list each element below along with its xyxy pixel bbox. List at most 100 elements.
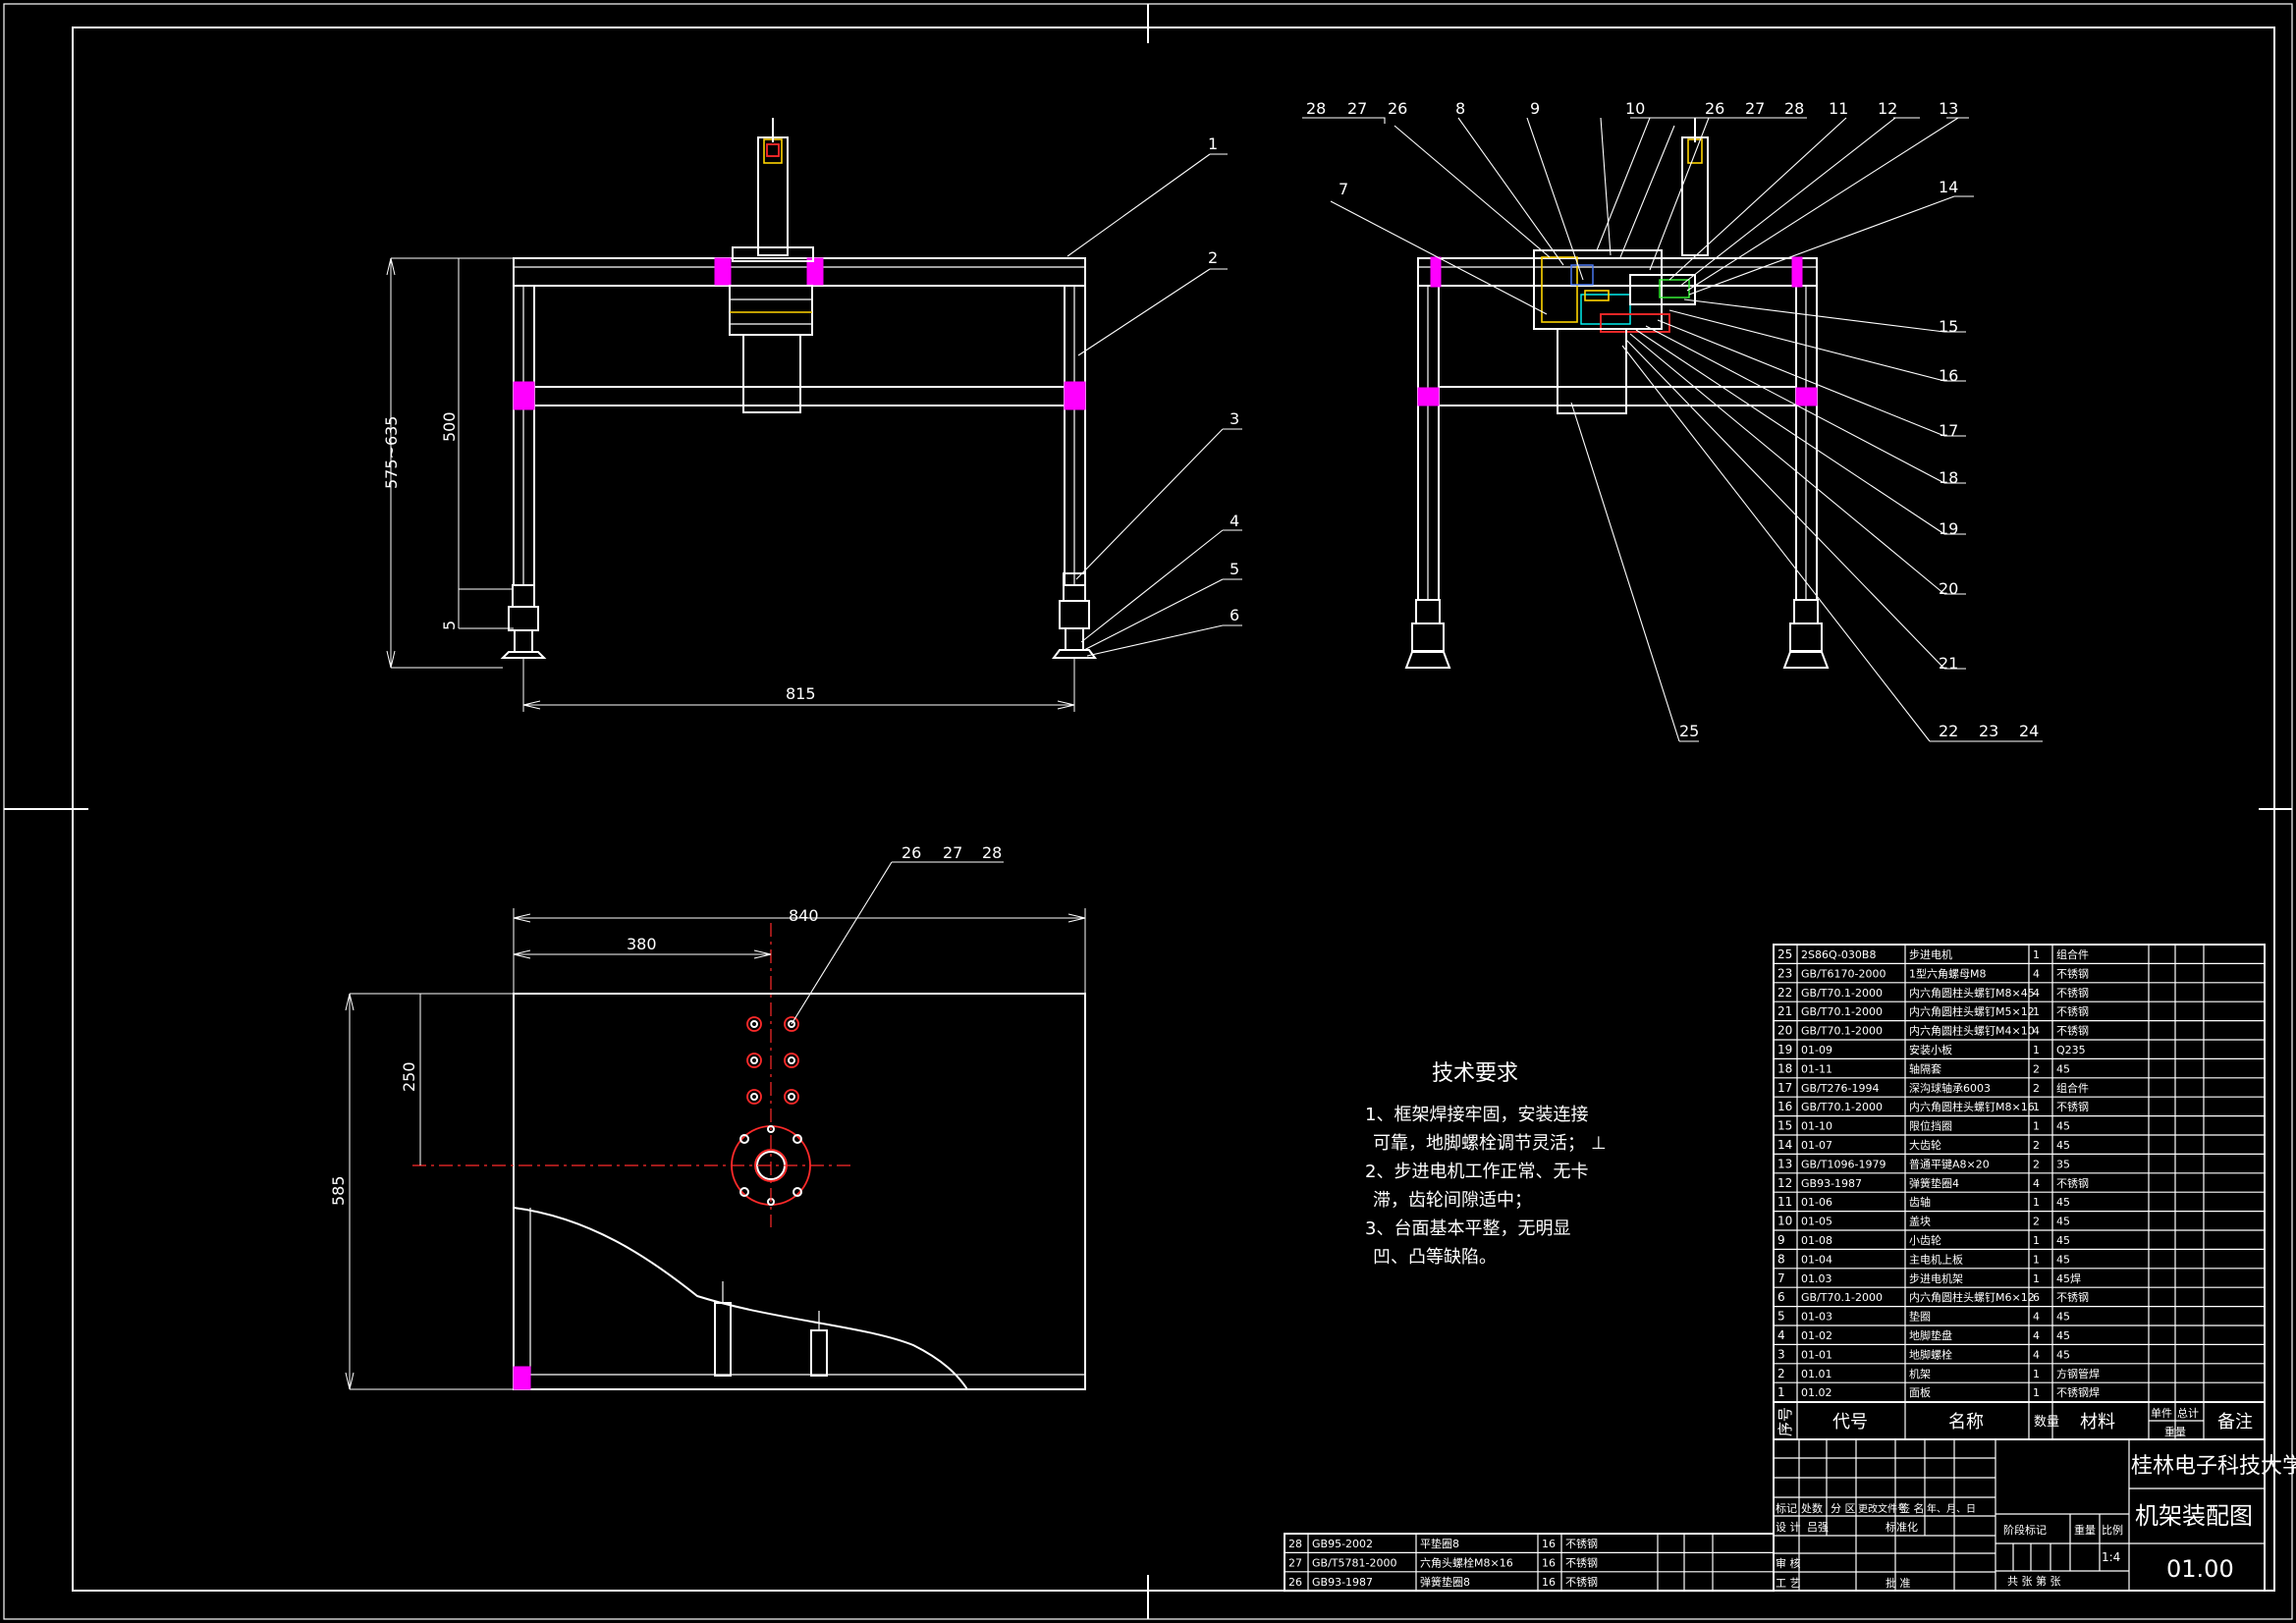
- technical-requirements: 技术要求 1、框架焊接牢固，安装连接 可靠，地脚螺栓调节灵活； ⊥ 2、步进电机…: [1365, 1061, 1607, 1268]
- bom-header-code: 代号: [1832, 1412, 1868, 1433]
- bom-cell: 9: [1777, 1233, 1785, 1247]
- plan-view: [345, 861, 1086, 1390]
- extra-cell: 不锈钢: [1565, 1556, 1598, 1569]
- label-sign: 签 名: [1899, 1501, 1925, 1515]
- bom-cell: GB/T70.1-2000: [1801, 987, 1883, 1000]
- bom-cell: 45: [2056, 1234, 2070, 1247]
- extra-cell: 不锈钢: [1565, 1576, 1598, 1589]
- callout-21: 21: [1939, 654, 1958, 673]
- label-date: 年、月、日: [1927, 1502, 1976, 1515]
- dim-plan-offset: 380: [627, 935, 657, 953]
- extra-cell: GB93-1987: [1312, 1576, 1373, 1589]
- bom-cell: 8: [1777, 1252, 1785, 1266]
- bom-cell: 步进电机: [1909, 947, 1952, 961]
- callout-1: 1: [1208, 135, 1218, 153]
- bom-cell: GB93-1987: [1801, 1177, 1862, 1190]
- callout-17: 17: [1939, 421, 1958, 440]
- requirement-line-4: 滞，齿轮间隙适中；: [1373, 1190, 1532, 1211]
- bom-cell: 45: [2056, 1196, 2070, 1209]
- label-ratio: 比例: [2102, 1523, 2123, 1537]
- callout-9: 9: [1530, 99, 1540, 118]
- requirement-line-5: 3、台面基本平整，无明显: [1365, 1218, 1570, 1239]
- dim-inner-height: 500: [440, 411, 459, 442]
- bom-cell: 5: [1777, 1310, 1785, 1324]
- dim-width: 815: [786, 684, 816, 703]
- scale-value: 1:4: [2102, 1550, 2120, 1564]
- label-weight: 重量: [2074, 1523, 2096, 1537]
- bom-cell: 4: [2033, 987, 2040, 1000]
- bom-cell: 不锈钢: [2056, 1291, 2089, 1304]
- bom-cell: 01.01: [1801, 1368, 1832, 1380]
- bom-cell: GB/T70.1-2000: [1801, 1291, 1883, 1304]
- bom-cell: 01-04: [1801, 1253, 1832, 1266]
- bom-cell: 01-08: [1801, 1234, 1832, 1247]
- bom-header-weight: 重量: [2164, 1425, 2186, 1438]
- bom-cell: 45: [2056, 1216, 2070, 1228]
- bom-cell: 16: [1777, 1100, 1792, 1113]
- callout-26b: 26: [1705, 99, 1724, 118]
- bom-cell: 组合件: [2056, 947, 2089, 961]
- front-dimension-labels: 575~635 500 5 815: [382, 411, 816, 703]
- bom-cell: 10: [1777, 1215, 1792, 1228]
- callout-26a: 26: [1388, 99, 1407, 118]
- bom-cell: 2: [2033, 1082, 2040, 1095]
- bom-cell: 不锈钢: [2056, 967, 2089, 980]
- motor-flange: [412, 923, 854, 1227]
- bom-cell: 15: [1777, 1119, 1792, 1133]
- bom-cell: 限位挡圈: [1909, 1119, 1952, 1133]
- label-change-doc: 更改文件号: [1858, 1502, 1907, 1515]
- side-view: [1404, 118, 1830, 669]
- label-design: 设 计: [1776, 1521, 1801, 1534]
- bom-cell: 01-06: [1801, 1196, 1832, 1209]
- bom-cell: 安装小板: [1909, 1043, 1952, 1056]
- bom-cell: 23: [1777, 966, 1792, 980]
- callout-3: 3: [1230, 409, 1239, 428]
- extra-cell: 26: [1288, 1576, 1302, 1589]
- bom-cell: 12: [1777, 1176, 1792, 1190]
- bom-cell: 内六角圆柱头螺钉M4×10: [1909, 1024, 2035, 1038]
- bom-cell: 4: [2033, 1329, 2040, 1342]
- requirement-line-6: 凹、凸等缺陷。: [1373, 1247, 1497, 1268]
- bom-cell: 内六角圆柱头螺钉M6×12: [1909, 1290, 2035, 1304]
- bom-cell: 2: [1777, 1367, 1785, 1380]
- requirement-line-3: 2、步进电机工作正常、无卡: [1365, 1162, 1588, 1182]
- bom-cell: 4: [1777, 1328, 1785, 1342]
- extra-cell: 16: [1542, 1556, 1556, 1569]
- bom-cell: 1: [2033, 1101, 2040, 1113]
- bom-cell: 步进电机架: [1909, 1271, 1963, 1285]
- callout-2: 2: [1208, 248, 1218, 267]
- dim-plan-depth-offset: 250: [400, 1061, 418, 1092]
- callout-27b: 27: [1745, 99, 1765, 118]
- bom-cell: 45: [2056, 1311, 2070, 1324]
- callout-24: 24: [2019, 722, 2039, 740]
- callout-20: 20: [1939, 579, 1958, 598]
- callout-19: 19: [1939, 519, 1958, 538]
- bom-cell: 方钢管焊: [2056, 1367, 2100, 1380]
- bom-cell: 内六角圆柱头螺钉M5×12: [1909, 1004, 2035, 1018]
- bom-cell: 4: [2033, 1311, 2040, 1324]
- callout-6: 6: [1230, 606, 1239, 624]
- bom-header-unit: 单件: [2151, 1407, 2172, 1420]
- bom-cell: 01-11: [1801, 1062, 1832, 1075]
- bom-cell: 11: [1777, 1195, 1792, 1209]
- bom-cell: 3: [1777, 1347, 1785, 1361]
- bom-cell: 内六角圆柱头螺钉M8×45: [1909, 986, 2035, 1000]
- bom-cell: Q235: [2056, 1044, 2086, 1056]
- bom-cell: 普通平键A8×20: [1909, 1157, 1990, 1170]
- bom-cell: 01-10: [1801, 1120, 1832, 1133]
- callout-7: 7: [1339, 180, 1348, 198]
- dim-plan-depth: 585: [329, 1175, 348, 1206]
- bom-cell: 6: [1777, 1290, 1785, 1304]
- bom-cell: 1型六角螺母M8: [1909, 966, 1987, 980]
